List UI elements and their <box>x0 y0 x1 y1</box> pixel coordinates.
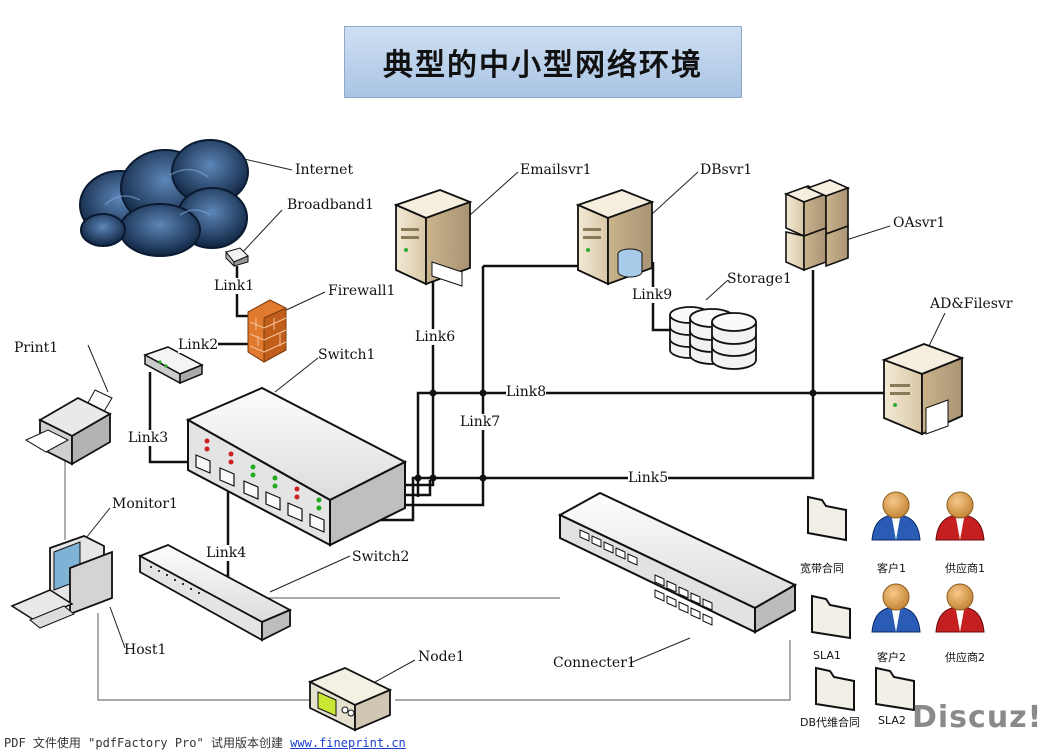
folder-icon <box>807 495 847 542</box>
link9-line <box>651 262 676 332</box>
firewall-wall <box>247 299 287 363</box>
label-leaders <box>81 149 946 683</box>
link8-line <box>416 391 890 497</box>
legend-sla2: SLA2 <box>878 714 906 727</box>
label-link3: Link3 <box>128 430 169 446</box>
storage-disks <box>669 306 757 370</box>
supplier-icon <box>935 491 985 541</box>
label-link1: Link1 <box>214 278 255 294</box>
label-link7: Link7 <box>460 414 501 430</box>
folder-icon <box>815 666 855 712</box>
label-link8: Link8 <box>506 384 547 400</box>
switch1-device <box>185 386 408 547</box>
supplier-icon <box>935 583 985 633</box>
thin-lines <box>64 455 791 701</box>
folder-icon <box>875 666 915 712</box>
connecter1-device <box>557 491 798 634</box>
label-link9: Link9 <box>632 287 673 303</box>
label-host: Host1 <box>124 642 167 658</box>
label-node: Node1 <box>418 649 465 665</box>
label-db: DBsvr1 <box>700 162 753 178</box>
label-oa: OAsvr1 <box>893 215 946 231</box>
label-internet: Internet <box>295 162 354 178</box>
legend-supplier1: 供应商1 <box>945 562 985 575</box>
db-server <box>575 189 655 286</box>
customer-icon <box>871 491 921 541</box>
folder-icon <box>811 594 851 640</box>
legend-supplier2: 供应商2 <box>945 651 985 664</box>
node1-device <box>307 667 393 732</box>
legend-sla1: SLA1 <box>813 649 841 662</box>
computer-device <box>10 535 113 629</box>
title-text: 典型的中小型网络环境 <box>383 48 703 83</box>
legend-db-agreement: DB代维合同 <box>800 716 861 729</box>
footer-link[interactable]: www.fineprint.cn <box>290 736 406 750</box>
label-monitor: Monitor1 <box>112 496 178 512</box>
label-switch1: Switch1 <box>318 347 376 363</box>
email-server <box>393 189 473 287</box>
customer-icon <box>871 583 921 633</box>
link3-line <box>148 372 200 464</box>
label-firewall: Firewall1 <box>328 283 396 299</box>
label-link5: Link5 <box>628 470 669 486</box>
label-print: Print1 <box>14 340 59 356</box>
diagram-title: 典型的中小型网络环境 <box>344 26 742 98</box>
label-adfile: AD&Filesvr <box>930 296 1013 312</box>
junction-dots <box>414 389 817 482</box>
label-switch2: Switch2 <box>352 549 410 565</box>
label-connecter: Connecter1 <box>553 655 636 671</box>
discuz-watermark: Discuz! <box>912 700 1039 735</box>
adfile-server <box>881 343 965 436</box>
label-storage: Storage1 <box>727 271 792 287</box>
label-email: Emailsvr1 <box>520 162 592 178</box>
label-link2: Link2 <box>178 337 219 353</box>
broadband-modem <box>225 247 249 268</box>
label-link4: Link4 <box>206 545 247 561</box>
legend-customer2: 客户2 <box>877 651 906 664</box>
internet-cloud <box>79 139 249 257</box>
legend-customer1: 客户1 <box>877 562 906 575</box>
oa-server <box>783 179 851 272</box>
label-broadband: Broadband1 <box>287 197 374 213</box>
switch2-device <box>137 544 293 642</box>
printer-device <box>24 389 113 466</box>
pdf-footer: PDF 文件使用 "pdfFactory Pro" 试用版本创建 www.fin… <box>4 734 406 751</box>
router <box>143 346 204 385</box>
footer-text: PDF 文件使用 "pdfFactory Pro" 试用版本创建 <box>4 736 291 750</box>
legend-contract: 宽带合同 <box>800 562 844 575</box>
label-link6: Link6 <box>415 329 456 345</box>
